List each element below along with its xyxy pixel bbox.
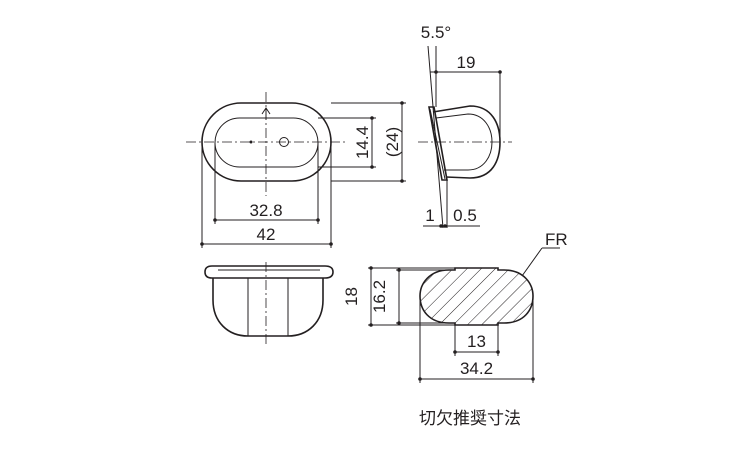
dimension-terminator xyxy=(400,101,404,105)
dimension-terminator xyxy=(496,350,500,354)
direction-arrow-head xyxy=(261,107,271,115)
cutout-shape xyxy=(419,267,534,326)
dimension-terminator xyxy=(369,323,373,327)
fr-leader-line xyxy=(521,247,543,277)
side-flange-inner-edge xyxy=(429,108,446,180)
dimension-terminator xyxy=(434,70,438,74)
dimension-terminator xyxy=(453,350,457,354)
dim-label-cutout-342: 34.2 xyxy=(460,359,493,378)
dimension-terminator xyxy=(397,268,401,272)
cutout-caption: 切欠推奨寸法 xyxy=(419,409,521,429)
dim-label-outer-width: 42 xyxy=(257,225,276,244)
bottom-flange xyxy=(204,265,334,279)
front-view: 14.4 (24) 32.8 42 xyxy=(186,92,406,248)
dimension-terminator xyxy=(439,224,443,228)
dimension-terminator xyxy=(531,377,535,381)
angle-reference-line xyxy=(427,45,444,229)
dimension-terminator xyxy=(316,218,320,222)
center-mark xyxy=(249,140,253,144)
bottom-view xyxy=(204,262,334,344)
dimension-terminator xyxy=(443,224,447,228)
inner-opening-outline xyxy=(214,117,319,168)
dim-label-cutout-162: 16.2 xyxy=(370,280,389,313)
fr-label: FR xyxy=(545,230,568,249)
dimension-terminator xyxy=(498,70,502,74)
dimension-terminator xyxy=(370,116,374,120)
dim-label-cutout-18: 18 xyxy=(342,287,361,306)
dimension-terminator xyxy=(370,165,374,169)
dim-label-thickness-1: 1 xyxy=(425,206,434,225)
dim-label-thickness-05: 0.5 xyxy=(453,206,477,225)
screw-hole xyxy=(279,137,289,147)
dimension-terminator xyxy=(369,266,373,270)
dimension-terminator xyxy=(213,218,217,222)
dimension-terminator xyxy=(329,242,333,246)
dim-label-inner-height: 14.4 xyxy=(353,126,372,159)
side-view: 5.5° 19 1 0.5 xyxy=(418,23,512,229)
dim-label-inner-width: 32.8 xyxy=(249,201,282,220)
dim-label-depth: 19 xyxy=(457,53,476,72)
dim-label-angle: 5.5° xyxy=(421,23,451,42)
dimension-terminator xyxy=(397,321,401,325)
dim-label-cutout-13: 13 xyxy=(467,332,486,351)
dimension-terminator xyxy=(200,242,204,246)
dimension-terminator xyxy=(418,377,422,381)
cutout-view: FR 18 16.2 13 34.2 切欠推奨寸法 xyxy=(342,230,568,429)
dimension-terminator xyxy=(400,179,404,183)
bottom-body-outline xyxy=(212,278,324,337)
dim-label-outer-height: (24) xyxy=(383,127,402,157)
side-body-inner-outline xyxy=(435,113,493,171)
